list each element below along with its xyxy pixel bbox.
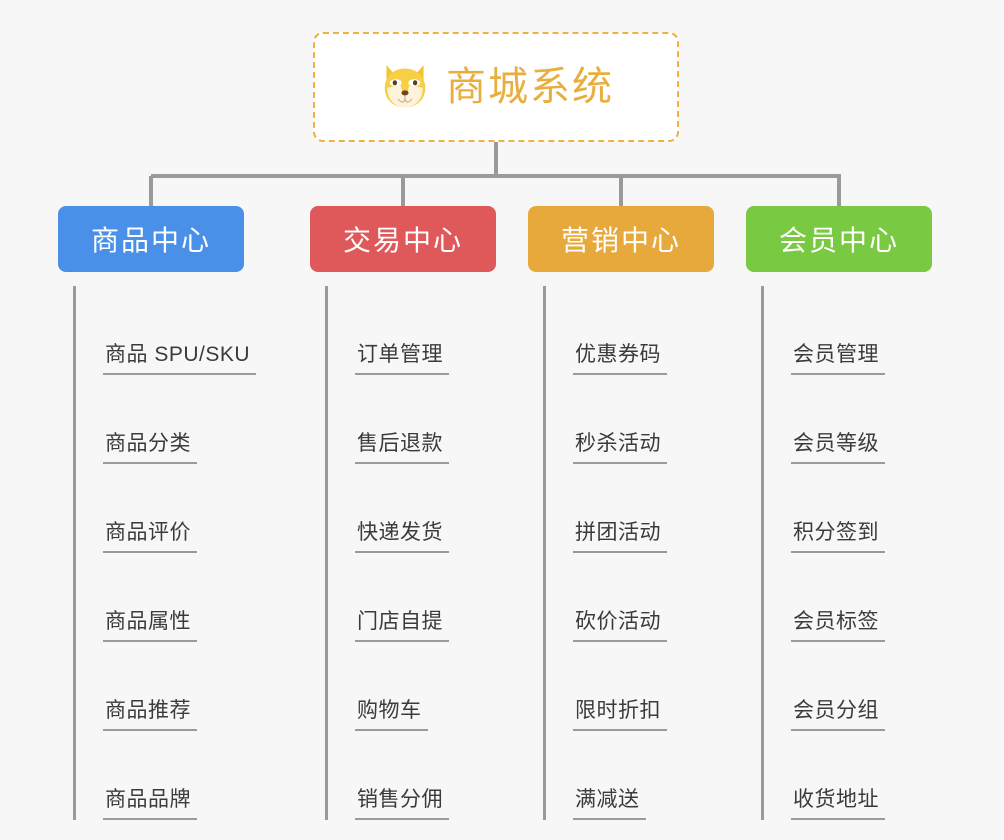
list-item[interactable]: 积分签到 xyxy=(764,464,966,553)
list-item[interactable]: 购物车 xyxy=(328,642,530,731)
category-box-member[interactable]: 会员中心 xyxy=(746,206,932,272)
list-item[interactable]: 商品属性 xyxy=(76,553,278,642)
leaf-label: 商品推荐 xyxy=(103,698,197,731)
list-item[interactable]: 限时折扣 xyxy=(546,642,748,731)
leaf-label: 秒杀活动 xyxy=(573,431,667,464)
list-item[interactable]: 售后退款 xyxy=(328,375,530,464)
list-item[interactable]: 拼团活动 xyxy=(546,464,748,553)
list-item[interactable]: 秒杀活动 xyxy=(546,375,748,464)
category-box-product[interactable]: 商品中心 xyxy=(58,206,244,272)
leaf-label: 拼团活动 xyxy=(573,520,667,553)
list-item[interactable]: 优惠券码 xyxy=(546,286,748,375)
leaf-label: 砍价活动 xyxy=(573,609,667,642)
category-label: 交易中心 xyxy=(342,225,463,256)
leaf-list-trade: 订单管理 售后退款 快递发货 门店自提 购物车 销售分佣 xyxy=(325,286,530,820)
category-column-member: 会员中心 会员管理 会员等级 积分签到 会员标签 会员分组 xyxy=(746,206,966,820)
leaf-label: 商品评价 xyxy=(103,520,197,553)
list-item[interactable]: 砍价活动 xyxy=(546,553,748,642)
category-column-marketing: 营销中心 优惠券码 秒杀活动 拼团活动 砍价活动 限时折扣 xyxy=(528,206,748,820)
list-item[interactable]: 商品 SPU/SKU xyxy=(76,286,278,375)
category-box-trade[interactable]: 交易中心 xyxy=(310,206,496,272)
root-title: 商城系统 xyxy=(446,65,614,109)
category-box-marketing[interactable]: 营销中心 xyxy=(528,206,714,272)
list-item[interactable]: 收货地址 xyxy=(764,731,966,820)
list-item[interactable]: 会员管理 xyxy=(764,286,966,375)
leaf-list-member: 会员管理 会员等级 积分签到 会员标签 会员分组 收货地址 xyxy=(761,286,966,820)
list-item[interactable]: 会员标签 xyxy=(764,553,966,642)
leaf-label: 积分签到 xyxy=(791,520,885,553)
category-label: 会员中心 xyxy=(778,225,899,256)
list-item[interactable]: 快递发货 xyxy=(328,464,530,553)
leaf-label: 快递发货 xyxy=(355,520,449,553)
list-item[interactable]: 会员分组 xyxy=(764,642,966,731)
leaf-label: 满减送 xyxy=(573,787,646,820)
list-item[interactable]: 商品推荐 xyxy=(76,642,278,731)
shiba-dog-icon xyxy=(384,65,426,108)
leaf-label: 优惠券码 xyxy=(573,342,667,375)
leaf-label: 会员管理 xyxy=(791,342,885,375)
leaf-label: 门店自提 xyxy=(355,609,449,642)
leaf-label: 商品分类 xyxy=(103,431,197,464)
leaf-list-marketing: 优惠券码 秒杀活动 拼团活动 砍价活动 限时折扣 满减送 xyxy=(543,286,748,820)
list-item[interactable]: 销售分佣 xyxy=(328,731,530,820)
root-node[interactable]: 商城系统 xyxy=(313,32,679,142)
category-label: 营销中心 xyxy=(560,225,681,256)
list-item[interactable]: 满减送 xyxy=(546,731,748,820)
leaf-label: 会员分组 xyxy=(791,698,885,731)
leaf-label: 会员等级 xyxy=(791,431,885,464)
leaf-label: 收货地址 xyxy=(791,787,885,820)
leaf-label: 销售分佣 xyxy=(355,787,449,820)
leaf-label: 商品 SPU/SKU xyxy=(103,342,257,375)
list-item[interactable]: 订单管理 xyxy=(328,286,530,375)
list-item[interactable]: 商品评价 xyxy=(76,464,278,553)
leaf-label: 购物车 xyxy=(355,698,428,731)
leaf-label: 限时折扣 xyxy=(573,698,667,731)
leaf-list-product: 商品 SPU/SKU 商品分类 商品评价 商品属性 商品推荐 商品品牌 xyxy=(73,286,278,820)
leaf-label: 商品品牌 xyxy=(103,787,197,820)
leaf-label: 售后退款 xyxy=(355,431,449,464)
category-label: 商品中心 xyxy=(90,225,211,256)
list-item[interactable]: 商品品牌 xyxy=(76,731,278,820)
list-item[interactable]: 商品分类 xyxy=(76,375,278,464)
leaf-label: 会员标签 xyxy=(791,609,885,642)
leaf-label: 商品属性 xyxy=(103,609,197,642)
list-item[interactable]: 门店自提 xyxy=(328,553,530,642)
category-column-product: 商品中心 商品 SPU/SKU 商品分类 商品评价 商品属性 商品推荐 xyxy=(58,206,278,820)
list-item[interactable]: 会员等级 xyxy=(764,375,966,464)
leaf-label: 订单管理 xyxy=(355,342,449,375)
category-column-trade: 交易中心 订单管理 售后退款 快递发货 门店自提 购物车 xyxy=(310,206,530,820)
